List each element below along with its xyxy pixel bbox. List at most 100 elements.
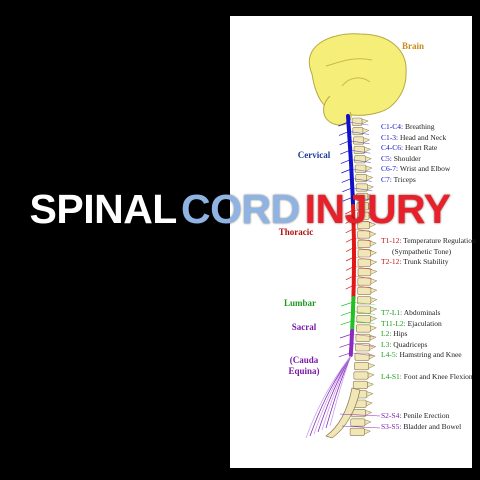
cauda-equina-fiber: [325, 355, 352, 429]
cauda-equina-fiber: [309, 355, 352, 437]
spinous-process: [369, 231, 377, 238]
nerve-root-thoracic: [353, 247, 373, 251]
nerve-root-thoracic: [353, 219, 372, 223]
lumbar-function-text: Quadriceps: [393, 339, 428, 349]
spinous-process: [367, 381, 375, 388]
spinous-process: [370, 287, 378, 294]
cord-lumbar-segment: [350, 296, 356, 332]
spinous-process: [370, 259, 378, 266]
cervical-function-code: C4-C6:: [381, 143, 405, 152]
nerve-root-thoracic: [345, 284, 354, 290]
cervical-function-row: C5: Shoulder: [381, 154, 421, 163]
nerve-root-lumbar: [352, 311, 376, 315]
nerve-root-sacral: [338, 352, 352, 358]
nerve-root-lumbar: [353, 301, 376, 306]
cervical-function-text: Shoulder: [393, 153, 421, 163]
cord-sacral-segment: [348, 329, 355, 357]
cervical-function-row: C7: Triceps: [381, 175, 416, 184]
vertebra: [354, 164, 367, 173]
nerve-root-sacral: [350, 352, 373, 357]
spinous-process: [367, 184, 375, 191]
spinous-process: [365, 400, 373, 407]
lumbar-function-code: L2:: [381, 329, 394, 338]
spinous-process: [370, 297, 378, 304]
spinous-process: [367, 372, 375, 379]
cervical-function-row: C1-3: Head and Neck: [381, 133, 446, 142]
lumbar-function-code: L4-5:: [381, 350, 400, 359]
vertebra: [353, 136, 365, 145]
spinous-process: [364, 428, 372, 435]
spinous-process: [366, 175, 374, 181]
nerve-root-cervical: [339, 140, 350, 146]
cauda-function-text: Penile Erection: [403, 411, 450, 420]
lumbar-function-row: L2: Hips: [381, 329, 407, 338]
nerve-root-thoracic: [345, 219, 354, 224]
brain-label: Brain: [402, 41, 425, 51]
cauda-equina-fiber: [313, 355, 352, 435]
nerve-root-thoracic: [345, 275, 355, 281]
nerve-root-thoracic: [345, 247, 355, 252]
thoracic-function-text: Temperature Regulation: [403, 236, 476, 245]
vertebra: [357, 286, 372, 295]
cord-cervical-segment: [346, 114, 355, 206]
spinous-process: [368, 363, 376, 369]
vertebra: [357, 277, 372, 286]
spinous-process: [369, 222, 377, 228]
nerve-root-cervical: [338, 121, 349, 127]
cervical-function-code: C5:: [381, 153, 394, 163]
nerve-root-thoracic: [345, 209, 354, 215]
spinous-process: [365, 156, 372, 163]
nerve-root-cervical: [349, 140, 370, 145]
cervical-function-text: Wrist and Elbow: [399, 164, 451, 173]
spinous-process: [367, 193, 375, 200]
region-label-cauda-line2: Equina): [288, 366, 320, 376]
sacral-function-row: L4-S1: Foot and Knee Flexion: [381, 372, 473, 381]
nerve-root-cervical: [352, 196, 373, 201]
region-label-cauda-line1: (Cauda: [289, 355, 319, 365]
nerve-root-cervical: [348, 131, 370, 135]
spinous-process: [370, 325, 378, 332]
nerve-root-cervical: [352, 187, 373, 192]
spinous-process: [370, 306, 378, 313]
spinous-process: [370, 250, 378, 257]
thoracic-function-row: (Sympathetic Tone): [392, 247, 451, 256]
region-label-lumbar: Lumbar: [283, 298, 316, 308]
cervical-function-code: C7:: [381, 174, 394, 184]
nerve-root-lumbar: [340, 320, 353, 326]
lumbar-function-text: Abdominals: [403, 308, 441, 317]
spinous-process: [369, 344, 377, 351]
vertebra: [351, 117, 363, 126]
nerve-root-cervical: [341, 168, 352, 174]
spinous-process: [368, 353, 376, 360]
cauda-equina-fiber: [329, 355, 352, 427]
vertebra: [354, 155, 366, 164]
sacral-function-text: Foot and Knee Flexion: [403, 372, 473, 381]
cervical-function-code: C1-3:: [381, 132, 400, 142]
diagram-panel: Brain Cervical Thoracic Lumbar Sacral (C…: [230, 16, 476, 468]
thoracic-function-code: T1-12:: [381, 236, 404, 245]
spinous-process: [368, 203, 376, 210]
nerve-root-thoracic: [345, 266, 355, 271]
vertebra: [357, 249, 371, 258]
vertebra: [352, 127, 364, 136]
thoracic-function-code: T2-12:: [381, 257, 404, 266]
lumbar-function-row: T7-L1: Abdominals: [381, 308, 440, 317]
sacrum: [325, 387, 361, 439]
vertebra: [357, 268, 372, 277]
cervical-function-text: Breathing: [404, 122, 435, 131]
cauda-equina-fiber: [321, 355, 352, 431]
lumbar-function-row: T11-L2: Ejaculation: [381, 319, 442, 328]
spinous-process: [366, 391, 374, 398]
vertebra: [357, 258, 371, 267]
nerve-root-sacral: [339, 343, 352, 348]
region-label-sacral: Sacral: [291, 322, 317, 332]
lumbar-function-code: L3:: [381, 339, 394, 349]
nerve-root-lumbar: [352, 320, 375, 325]
nerve-root-thoracic: [353, 228, 372, 233]
nerve-root-cervical: [340, 149, 351, 155]
nerve-root-cervical: [340, 159, 351, 164]
nerve-root-cervical: [350, 149, 371, 154]
lumbar-function-code: T7-L1:: [381, 308, 404, 317]
brain-cerebrum: [309, 33, 407, 116]
